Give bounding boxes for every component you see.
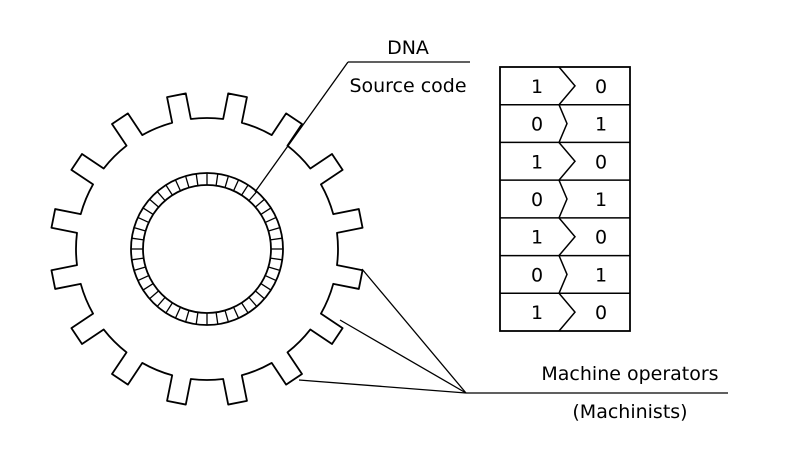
dna-ring-segment [254,198,265,208]
dna-ring-segment [195,173,199,186]
dna-ring-inner [142,184,272,314]
dna-ring-segment [184,310,190,323]
dna-ring-segment [133,226,146,232]
code-bit-left: 1 [531,302,543,324]
code-table-rows: 1 0 0 1 1 0 0 1 1 0 0 1 1 0 [500,76,630,324]
code-bit-right: 0 [595,302,607,324]
dna-ring-segment [260,283,272,291]
code-bit-right: 0 [595,76,607,98]
code-bit-left: 1 [531,151,543,173]
dna-ring-segment [241,184,249,196]
dna-ring-segments [131,173,283,325]
dna-ring-segment [149,290,160,300]
dna-ring-segment [195,312,199,325]
code-table-border [499,66,631,332]
code-bit-left: 1 [531,227,543,249]
dna-ring-segment [248,191,258,202]
code-bit-right: 1 [595,114,607,136]
dna-ring-segment [224,175,230,188]
code-bit-left: 0 [531,264,543,286]
dna-ring-segment [224,310,230,323]
dna-label: DNA [387,37,429,59]
dna-ring-segment [142,207,154,215]
dna-ring-segment [174,179,182,192]
dna-ring-segment [174,306,182,319]
dna-ring-segment [165,184,173,196]
source-code-label: Source code [349,75,466,97]
dna-ring-segment [254,290,265,300]
dna-ring-segment [215,173,219,186]
dna-pointer-line [254,61,349,193]
machinist-pointer-line-3 [298,379,467,394]
code-bit-right: 0 [595,151,607,173]
code-table-zigzag-divider [558,66,576,332]
dna-ring-segment [268,226,281,232]
dna-ring-segment [149,198,160,208]
code-bit-right: 1 [595,264,607,286]
machine-operators-label: Machine operators [541,363,718,385]
dna-ring-segment [142,283,154,291]
dna-ring-segment [260,207,272,215]
dna-ring-segment [131,237,144,241]
dna-ring-outer [130,172,284,326]
code-bit-right: 0 [595,227,607,249]
dna-ring-segment [268,266,281,272]
dna-ring-segment [241,302,249,314]
machinist-pointer-line-1 [361,268,467,394]
pointer-lines [254,61,728,394]
dna-ring-segment [137,216,150,224]
dna-ring-segment [264,274,277,282]
gear [50,92,364,406]
dna-ring-segment [215,312,219,325]
dna-ring-segment [270,237,283,241]
code-bit-right: 1 [595,189,607,211]
code-bit-left: 1 [531,76,543,98]
dna-ring-segment [165,302,173,314]
dna-ring-segment [232,179,240,192]
code-bit-left: 0 [531,114,543,136]
machinists-label: (Machinists) [572,401,687,423]
machinist-pointer-line-2 [339,319,467,394]
gear-outline [50,92,364,406]
dna-ring-segment [184,175,190,188]
binary-code-table: 1 0 0 1 1 0 0 1 1 0 0 1 1 0 [499,66,631,332]
dna-ring-segment [264,216,277,224]
dna-ring-segment [156,191,166,202]
code-bit-left: 0 [531,189,543,211]
dna-ring-segment [133,266,146,272]
dna-ring-segment [156,296,166,307]
dna-ring-segment [248,296,258,307]
dna-ring-segment [270,257,283,261]
dna-ring-segment [232,306,240,319]
dna-ring-segment [131,257,144,261]
dna-ring-segment [137,274,150,282]
